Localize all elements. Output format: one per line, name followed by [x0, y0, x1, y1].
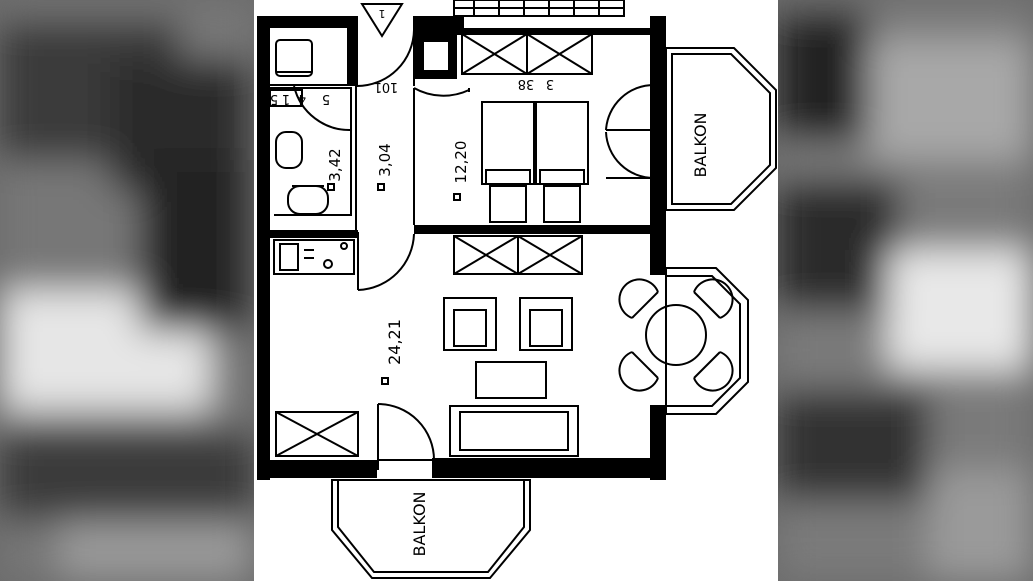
- wardrobe-top: [415, 33, 593, 79]
- dim-middle-3: 1: [390, 79, 398, 94]
- storage-top-left: [275, 39, 313, 77]
- room-area-living: 24,21: [385, 319, 404, 365]
- balcony-right-outline: [665, 47, 777, 211]
- radiator-top: [453, 0, 625, 17]
- room-area-bath: 3,42: [326, 148, 344, 181]
- dim-left-3: 1: [282, 91, 290, 106]
- north-marker-icon: [360, 3, 404, 38]
- blurred-background-right: [778, 0, 1033, 581]
- living-armchairs: [443, 297, 573, 351]
- living-door: [357, 233, 415, 291]
- coffee-table: [475, 361, 547, 399]
- wardrobe-bottom: [275, 411, 359, 457]
- bedroom-balcony-door: [605, 83, 655, 180]
- floor-plan-drawing: 1: [257, 0, 777, 579]
- kitchenette: [273, 239, 355, 275]
- dining-set: [618, 278, 734, 392]
- bedroom-beds: [481, 101, 589, 223]
- wardrobe-middle: [453, 235, 583, 275]
- entrance-door: [356, 16, 415, 87]
- bay-window-outline: [665, 267, 749, 415]
- sofa: [449, 405, 579, 457]
- dim-right-1: 3: [546, 76, 554, 91]
- room-area-bedroom: 12,20: [452, 141, 470, 184]
- north-marker-label: 1: [379, 7, 386, 20]
- balcony-bottom-outline: [331, 479, 531, 579]
- walls: [257, 16, 666, 480]
- blurred-background-left: [0, 0, 254, 581]
- dim-middle-1: 1: [374, 79, 382, 94]
- hall-door: [413, 87, 470, 130]
- living-balcony-door: [377, 403, 435, 470]
- floor-plan: 1: [254, 0, 778, 581]
- dim-left-1: 5: [322, 91, 330, 106]
- balcony-right-label: BALKON: [691, 112, 710, 177]
- bathroom-fixtures: [269, 85, 353, 216]
- dim-left-4: 5: [270, 91, 278, 106]
- dim-left-2: 4: [298, 91, 306, 106]
- balcony-bottom-label: BALKON: [410, 491, 429, 556]
- dim-right-2: 38: [518, 76, 535, 91]
- dim-middle-2: 0: [382, 79, 390, 94]
- room-area-hall: 3,04: [376, 143, 394, 176]
